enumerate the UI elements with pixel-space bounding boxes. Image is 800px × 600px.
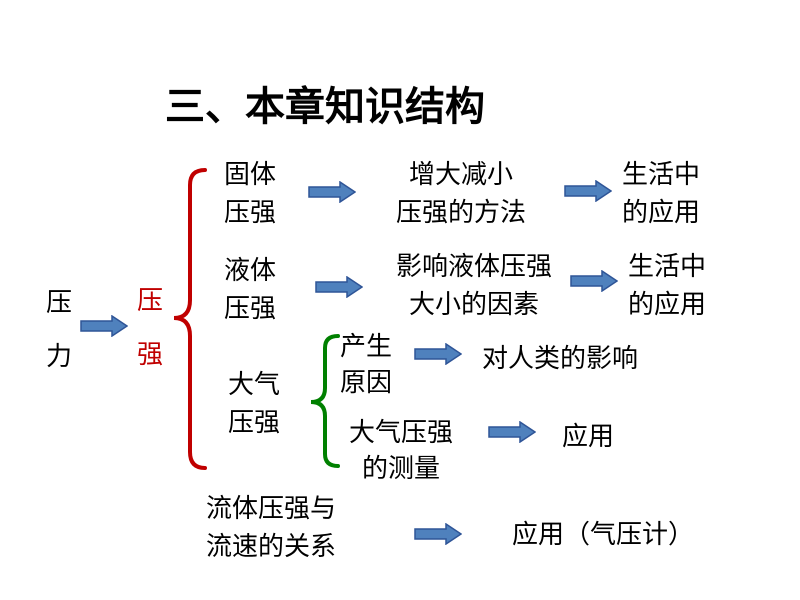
air-measure-line2: 的测量 (361, 454, 440, 484)
solid-app-line2: 的应用 (622, 198, 701, 228)
air-effect: 对人类的影响 (482, 344, 639, 374)
solid-app-line1: 生活中 (622, 160, 701, 190)
air-measure-line1: 大气压强 (348, 418, 453, 448)
liquid-label-line2: 压强 (224, 294, 277, 324)
arrow-icon (315, 276, 363, 298)
fluid-label-line2: 流速的关系 (206, 532, 337, 562)
fluid-app: 应用（气压计） (512, 520, 695, 550)
arrow-icon (308, 181, 356, 203)
solid-label-line1: 固体 (224, 160, 277, 190)
air-cause-line2: 原因 (340, 368, 393, 398)
air-label-line2: 压强 (228, 408, 281, 438)
air-label-line1: 大气 (228, 370, 281, 400)
air-cause-line1: 产生 (340, 332, 393, 362)
main-brace (173, 168, 207, 470)
liquid-app-line2: 的应用 (628, 290, 707, 320)
liquid-app-line1: 生活中 (628, 252, 707, 282)
arrow-icon (414, 523, 462, 545)
root-label-line1: 压 (46, 288, 73, 318)
arrow-icon (564, 180, 612, 202)
liquid-factor-line2: 大小的因素 (408, 290, 539, 320)
main-label-line2: 强 (137, 340, 164, 370)
page-title: 三、本章知识结构 (165, 84, 485, 130)
arrow-icon (414, 343, 462, 365)
liquid-label-line1: 液体 (224, 256, 277, 286)
arrow-icon (488, 421, 536, 443)
solid-method-line1: 增大减小 (408, 160, 513, 190)
air-measure-app: 应用 (562, 422, 615, 452)
main-label-line1: 压 (137, 286, 164, 316)
air-brace (310, 334, 340, 468)
root-label-line2: 力 (46, 342, 73, 372)
arrow-icon (80, 315, 128, 337)
solid-method-line2: 压强的方法 (395, 198, 526, 228)
solid-label-line2: 压强 (224, 198, 277, 228)
liquid-factor-line1: 影响液体压强 (395, 252, 552, 282)
arrow-icon (570, 270, 618, 292)
fluid-label-line1: 流体压强与 (206, 494, 337, 524)
